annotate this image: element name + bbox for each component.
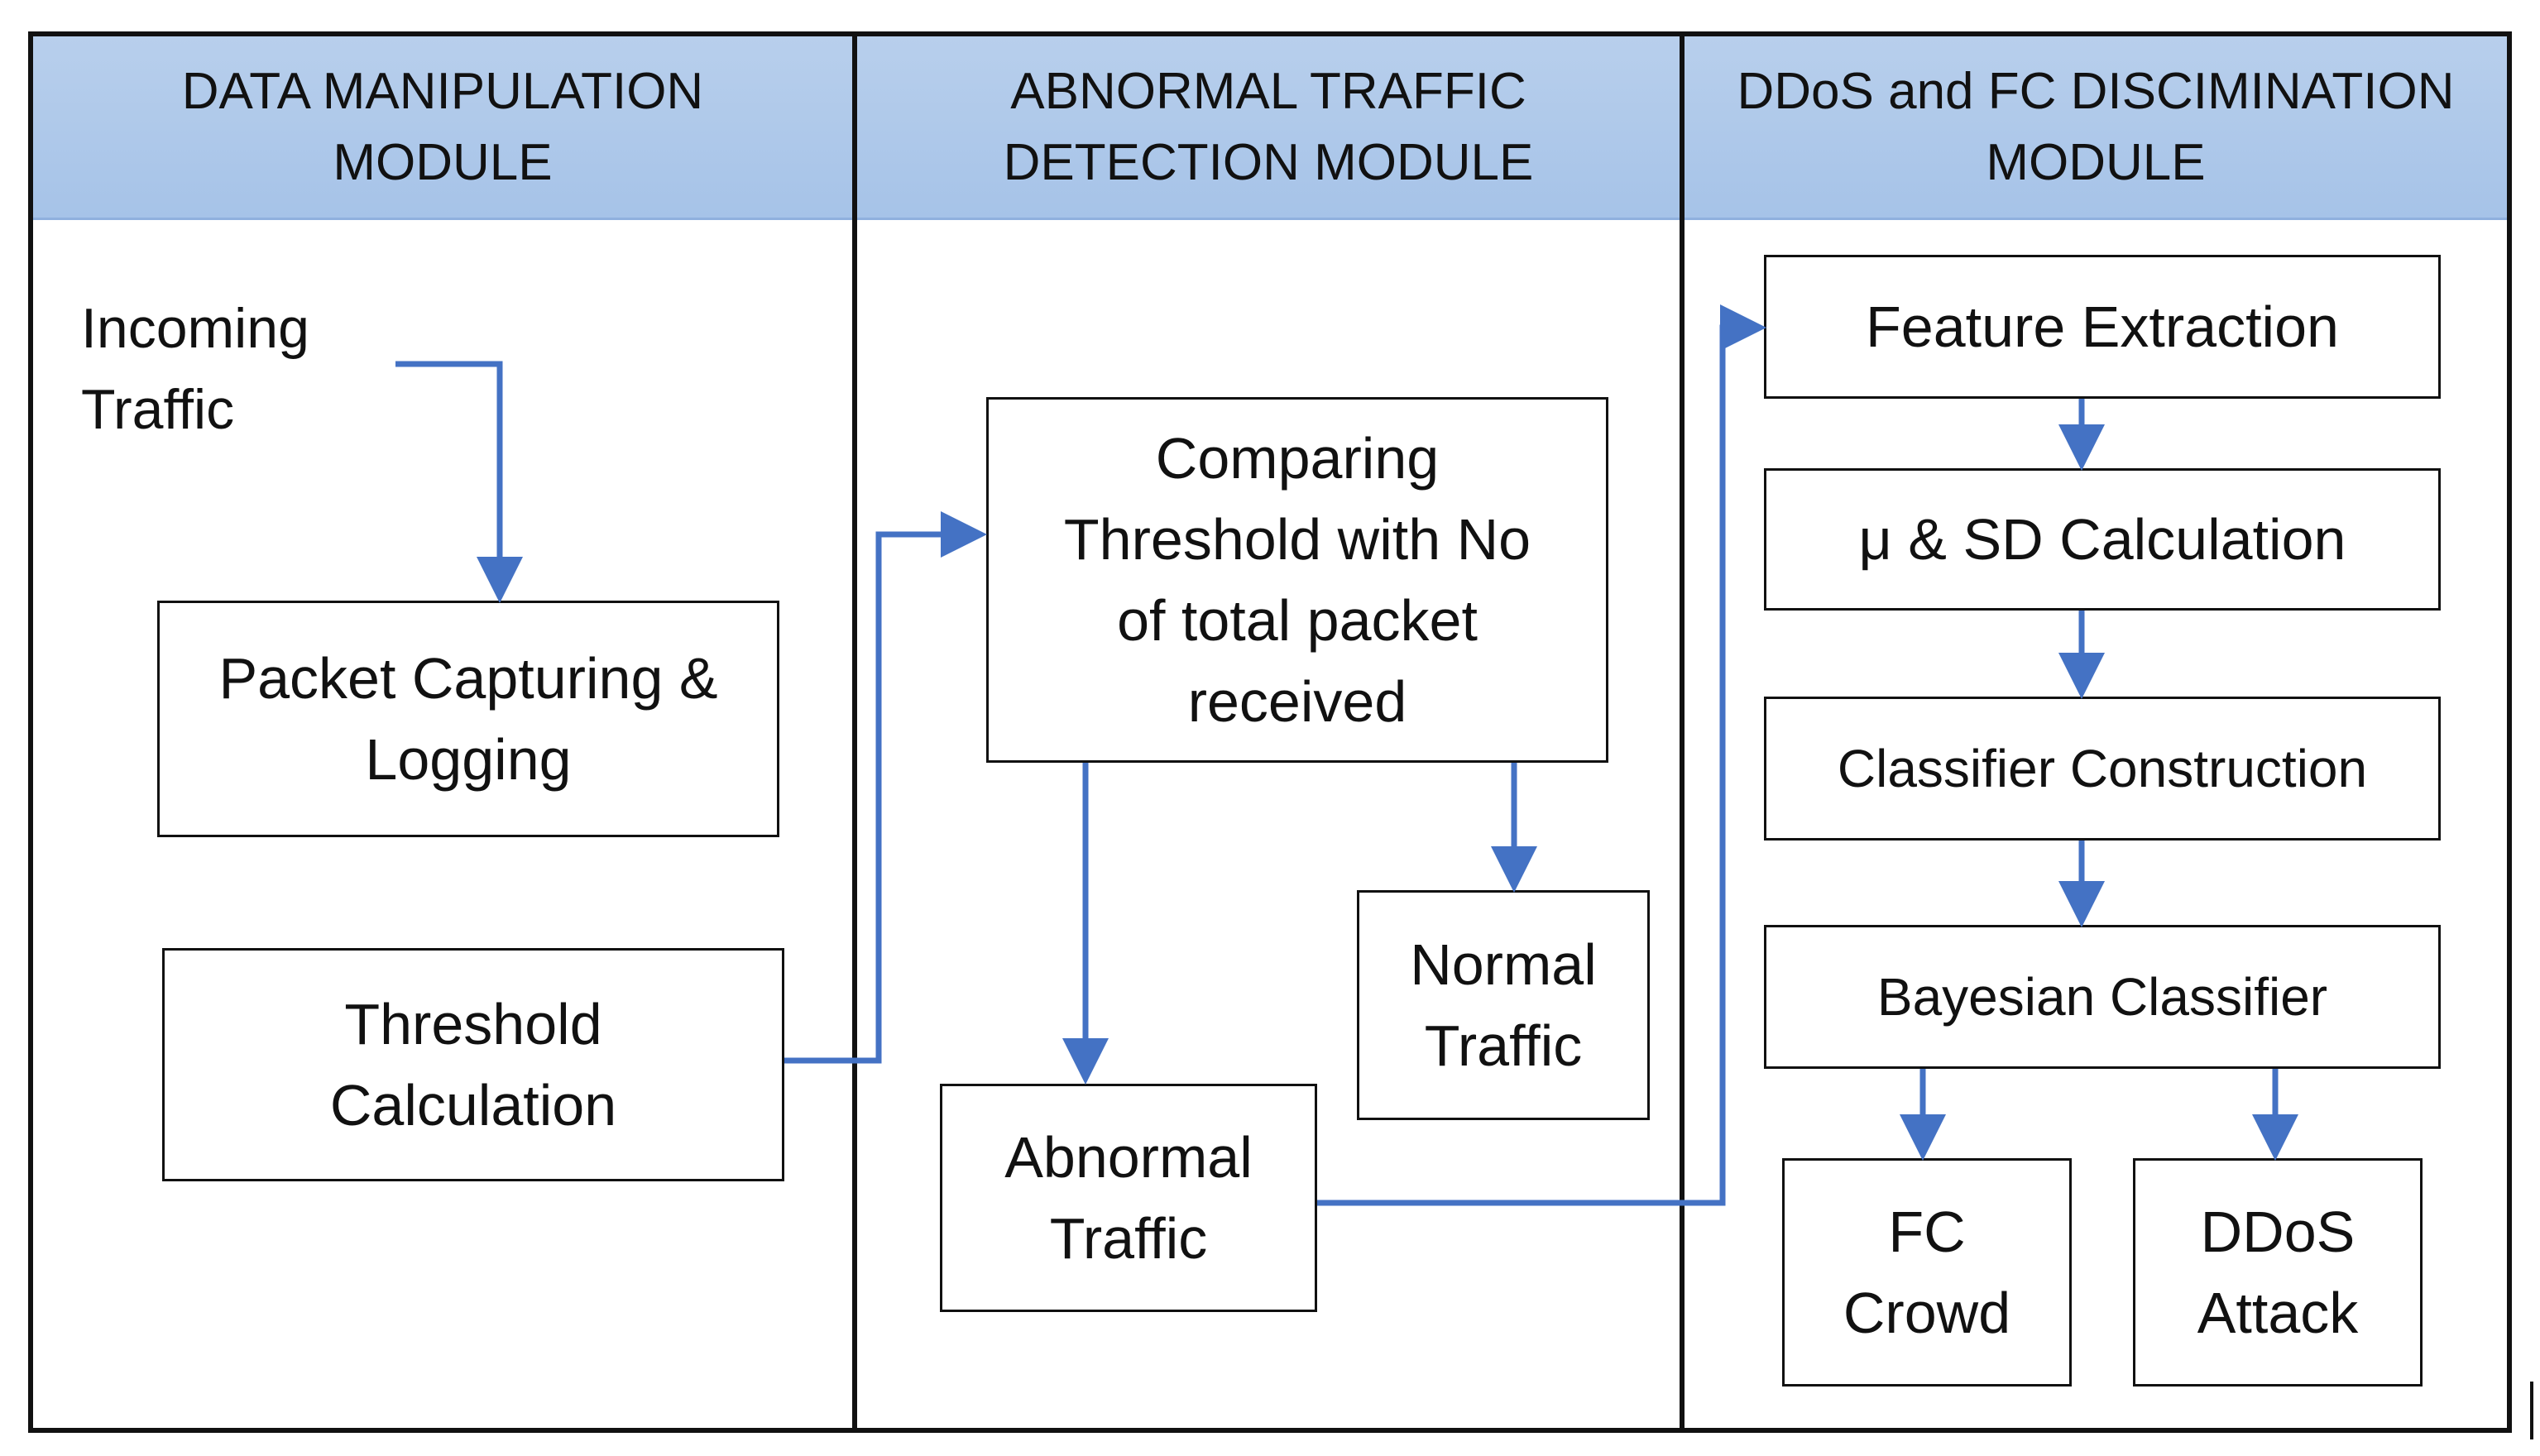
- arrow-incoming-to-capturing: [395, 361, 523, 603]
- feature-extraction-box: Feature Extraction: [1764, 255, 2441, 399]
- module-title: DATA MANIPULATION MODULE: [181, 62, 704, 191]
- comparing-threshold-label: Comparing Threshold with No of total pac…: [1063, 426, 1531, 734]
- abnormal-traffic-label: Abnormal Traffic: [1004, 1125, 1253, 1271]
- fc-crowd-box: FC Crowd: [1782, 1158, 2072, 1387]
- classifier-construction-label: Classifier Construction: [1837, 739, 2368, 798]
- comparing-threshold-box: Comparing Threshold with No of total pac…: [986, 397, 1608, 763]
- mu-sd-calculation-label: μ & SD Calculation: [1858, 507, 2346, 572]
- abnormal-traffic-box: Abnormal Traffic: [940, 1084, 1317, 1312]
- module-title: DDoS and FC DISCIMINATION MODULE: [1737, 62, 2455, 191]
- threshold-calculation-label: Threshold Calculation: [329, 992, 617, 1138]
- diagram-frame: [28, 31, 2512, 1433]
- bayesian-classifier-label: Bayesian Classifier: [1876, 967, 2328, 1027]
- module-header-data-manipulation: DATA MANIPULATION MODULE: [33, 36, 852, 220]
- classifier-construction-box: Classifier Construction: [1764, 697, 2441, 841]
- packet-capturing-label: Packet Capturing & Logging: [218, 646, 718, 792]
- module-title: ABNORMAL TRAFFIC DETECTION MODULE: [1003, 62, 1534, 191]
- column-divider-2: [1680, 31, 1685, 1433]
- ddos-attack-box: DDoS Attack: [2133, 1158, 2423, 1387]
- feature-extraction-label: Feature Extraction: [1866, 295, 2339, 359]
- module-header-ddos-fc-discrimination: DDoS and FC DISCIMINATION MODULE: [1685, 36, 2507, 220]
- column-divider-1: [852, 31, 857, 1433]
- arrow-threshold-to-comparing: [784, 511, 987, 1064]
- fc-crowd-label: FC Crowd: [1843, 1200, 2011, 1345]
- ddos-attack-label: DDoS Attack: [2197, 1200, 2359, 1345]
- edge-mark: [2530, 1382, 2533, 1439]
- normal-traffic-box: Normal Traffic: [1357, 890, 1650, 1120]
- packet-capturing-box: Packet Capturing & Logging: [157, 601, 779, 837]
- normal-traffic-label: Normal Traffic: [1410, 932, 1597, 1078]
- threshold-calculation-box: Threshold Calculation: [162, 948, 784, 1181]
- incoming-traffic-label: Incoming Traffic: [81, 297, 309, 441]
- arrow-abnormal-to-feature: [1317, 304, 1766, 1206]
- module-header-abnormal-traffic-detection: ABNORMAL TRAFFIC DETECTION MODULE: [857, 36, 1680, 220]
- bayesian-classifier-box: Bayesian Classifier: [1764, 925, 2441, 1069]
